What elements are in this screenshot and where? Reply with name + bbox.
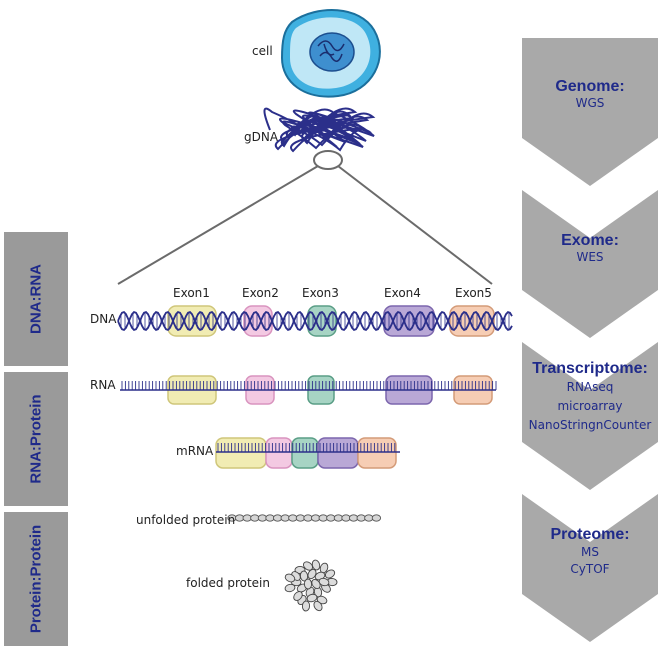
gdna-strand [263, 107, 376, 153]
exon2-label: Exon2 [242, 286, 279, 300]
cell-illustration [280, 9, 381, 98]
side-tab-protein-protein: Protein:Protein [4, 512, 68, 646]
folded-protein-cluster [284, 559, 338, 612]
folded-bead [284, 583, 296, 593]
folded-bead [301, 600, 311, 612]
transcriptome-arrow-text: Transcriptome: RNAseq microarray NanoStr… [522, 360, 658, 435]
gdna-label: gDNA [244, 130, 279, 144]
folded-bead [324, 569, 336, 579]
exome-title: Exome: [561, 232, 619, 249]
omics-arrow-shape [522, 342, 658, 490]
proteome-arrow-text: Proteome: MS CyTOF [522, 526, 658, 578]
proteome-method: MS [581, 545, 599, 559]
exon5-label: Exon5 [455, 286, 492, 300]
exome-method: WES [576, 250, 604, 264]
proteome-title: Proteome: [550, 526, 630, 543]
exome-arrow-text: Exome: WES [522, 232, 658, 264]
mrna-exon-box [357, 437, 397, 469]
mrna-label: mRNA [176, 444, 214, 458]
proteome-method: CyTOF [570, 562, 610, 576]
amino-acid-bead [348, 514, 359, 522]
mrna-exon-box [317, 437, 359, 469]
zoom-circle [313, 150, 343, 170]
mrna-exon-box [265, 437, 293, 469]
unfolded-protein-label: unfolded protein [136, 513, 236, 527]
folded-protein-label: folded protein [186, 576, 270, 590]
genome-method: WGS [575, 96, 605, 110]
rna-label: RNA [90, 378, 116, 392]
folded-bead [311, 559, 321, 571]
mrna-exon-box [291, 437, 319, 469]
exon1-label: Exon1 [173, 286, 210, 300]
transcriptome-method: NanoStringnCounter [528, 418, 652, 432]
folded-bead [303, 578, 313, 590]
side-tab-rna-protein: RNA:Protein [4, 372, 68, 506]
zoom-line-right [337, 165, 493, 285]
folded-bead [318, 577, 330, 587]
dna-helix [117, 305, 513, 337]
dna-exon-box [243, 305, 273, 337]
dna-exon-box [449, 305, 495, 337]
cell-label: cell [252, 44, 273, 58]
amino-acid-bead [326, 514, 336, 522]
rna-strand [120, 375, 497, 405]
folded-bead [313, 600, 323, 612]
amino-acid-bead [318, 514, 328, 522]
amino-acid-bead [371, 514, 382, 522]
dna-backbone [117, 311, 513, 331]
amino-acid-bead [364, 514, 374, 522]
folded-bead [311, 579, 321, 589]
transcriptome-title: Transcriptome: [532, 360, 648, 377]
mrna-strand [215, 437, 400, 469]
mrna-exon-box [215, 437, 267, 469]
transcriptome-method: microarray [557, 399, 623, 413]
exon4-label: Exon4 [384, 286, 421, 300]
amino-acid-bead [341, 514, 351, 522]
side-tab-dna-rna: DNA:RNA [4, 232, 68, 366]
amino-acid-bead [356, 514, 366, 522]
genome-arrow-text: Genome: WGS [522, 78, 658, 110]
omics-arrow-shape [522, 494, 658, 642]
genome-title: Genome: [555, 78, 625, 95]
unfolded-protein-chain [227, 514, 382, 522]
amino-acid-bead [310, 514, 321, 522]
zoom-line-left [117, 165, 319, 285]
omics-arrow-shape [522, 190, 658, 338]
amino-acid-bead [288, 514, 298, 522]
amino-acid-bead [333, 514, 344, 522]
amino-acid-bead [295, 514, 306, 522]
dna-exon-box [307, 305, 337, 337]
transcriptome-method: RNAseq [566, 380, 614, 394]
amino-acid-bead [257, 514, 268, 522]
exon3-label: Exon3 [302, 286, 339, 300]
amino-acid-bead [242, 514, 252, 522]
omics-arrows [522, 38, 658, 642]
amino-acid-bead [250, 514, 260, 522]
folded-bead [293, 591, 303, 601]
amino-acid-bead [303, 514, 313, 522]
folded-bead [284, 573, 296, 583]
amino-acid-bead [234, 514, 245, 522]
dna-label: DNA [90, 312, 117, 326]
amino-acid-bead [265, 514, 275, 522]
gdna-tangle [263, 107, 376, 153]
amino-acid-bead [272, 514, 283, 522]
amino-acid-bead [280, 514, 290, 522]
folded-bead [303, 561, 313, 571]
folded-bead [306, 593, 318, 603]
omics-arrow-shape [522, 38, 658, 186]
